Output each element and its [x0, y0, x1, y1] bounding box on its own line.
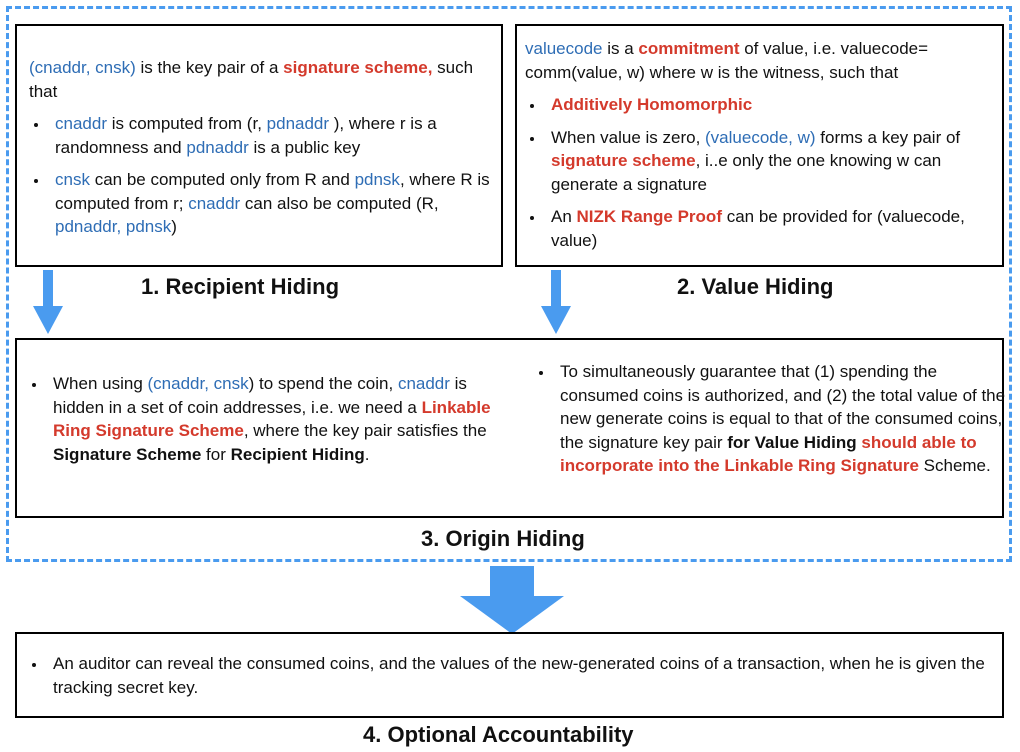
privacy-requirements-dashed-frame	[6, 6, 1012, 562]
list-item: Additively Homomorphic	[545, 93, 992, 117]
list-item: When using (cnaddr, cnsk) to spend the c…	[47, 372, 502, 466]
down-arrow-icon	[460, 566, 564, 634]
optional-accountability-title: 4. Optional Accountability	[363, 722, 634, 747]
value-hiding-title: 2. Value Hiding	[677, 274, 834, 299]
value-hiding-box: valuecode is a commitment of value, i.e.…	[515, 24, 1004, 267]
optional-accountability-list: An auditor can reveal the consumed coins…	[27, 652, 992, 699]
down-arrow-icon	[33, 270, 63, 334]
origin-hiding-box: When using (cnaddr, cnsk) to spend the c…	[15, 338, 1005, 518]
list-item: When value is zero, (valuecode, w) forms…	[545, 126, 992, 197]
recipient-hiding-intro: (cnaddr, cnsk) is the key pair of a sign…	[29, 58, 474, 101]
origin-hiding-title: 3. Origin Hiding	[421, 526, 585, 551]
value-hiding-intro: valuecode is a commitment of value, i.e.…	[525, 39, 929, 82]
down-arrow-icon	[541, 270, 571, 334]
list-item: To simultaneously guarantee that (1) spe…	[554, 360, 1014, 478]
list-item: An auditor can reveal the consumed coins…	[47, 652, 992, 699]
origin-hiding-left-list: When using (cnaddr, cnsk) to spend the c…	[27, 372, 502, 475]
list-item: An NIZK Range Proof can be provided for …	[545, 205, 992, 252]
value-hiding-list: Additively Homomorphic When value is zer…	[525, 93, 992, 252]
list-item: cnsk can be computed only from R and pdn…	[49, 168, 491, 239]
list-item: cnaddr is computed from (r, pdnaddr ), w…	[49, 112, 491, 159]
optional-accountability-box: An auditor can reveal the consumed coins…	[15, 632, 1004, 718]
recipient-hiding-box: (cnaddr, cnsk) is the key pair of a sign…	[15, 24, 503, 267]
recipient-hiding-title: 1. Recipient Hiding	[141, 274, 340, 299]
origin-hiding-right-list: To simultaneously guarantee that (1) spe…	[534, 360, 1014, 487]
recipient-hiding-list: cnaddr is computed from (r, pdnaddr ), w…	[29, 112, 491, 239]
